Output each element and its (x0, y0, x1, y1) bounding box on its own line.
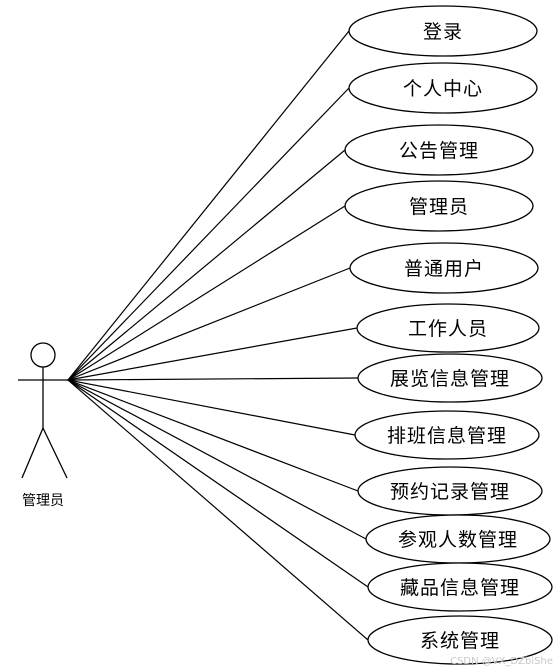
association-line (67, 149, 346, 381)
association-line (67, 379, 359, 492)
use-case-ellipse (367, 562, 553, 612)
association-line (67, 379, 369, 641)
association-line (67, 379, 356, 436)
use-case: 工作人员 (356, 303, 540, 353)
use-case: 藏品信息管理 (367, 562, 553, 612)
use-case: 展览信息管理 (357, 353, 543, 403)
use-case-ellipse (356, 303, 540, 353)
use-case: 个人中心 (348, 62, 538, 114)
association-line (67, 267, 351, 381)
use-case-ellipse (348, 5, 538, 57)
use-case-ellipse (344, 180, 534, 232)
use-case-label: 工作人员 (408, 318, 488, 340)
use-case: 普通用户 (349, 242, 539, 294)
use-case: 管理员 (344, 180, 534, 232)
use-case: 排班信息管理 (354, 410, 540, 460)
use-case-label: 展览信息管理 (390, 368, 510, 390)
association-line (67, 87, 350, 381)
use-case-label: 管理员 (409, 196, 469, 218)
use-case: 系统管理 (367, 615, 553, 665)
use-case: 公告管理 (344, 124, 534, 176)
use-case: 参观人数管理 (365, 514, 551, 564)
use-case-ellipse (367, 615, 553, 665)
use-case-ellipse (348, 62, 538, 114)
association-line (67, 30, 350, 381)
actor-label: 管理员 (22, 493, 64, 509)
use-cases: 登录个人中心公告管理管理员普通用户工作人员展览信息管理排班信息管理预约记录管理参… (344, 5, 553, 665)
association-line (67, 205, 346, 381)
use-case-label: 公告管理 (399, 140, 479, 162)
watermark: CSDN @VX_DZbiShe (450, 656, 553, 667)
use-case-ellipse (357, 353, 543, 403)
association-line (67, 379, 367, 540)
use-case-label: 预约记录管理 (390, 481, 510, 503)
use-case-label: 藏品信息管理 (400, 577, 520, 599)
use-case-label: 登录 (423, 21, 463, 43)
actor-head (30, 342, 56, 368)
use-case-label: 参观人数管理 (398, 529, 518, 551)
association-line (67, 327, 358, 381)
use-case: 登录 (348, 5, 538, 57)
use-case-label: 排班信息管理 (387, 425, 507, 447)
use-case-label: 系统管理 (420, 630, 500, 652)
use-case-ellipse (354, 410, 540, 460)
association-lines (67, 30, 369, 641)
association-line (67, 377, 359, 381)
use-case-ellipse (344, 124, 534, 176)
actor: 管理员 (18, 342, 68, 509)
actor-left-leg (21, 427, 44, 479)
actor-right-leg (42, 427, 68, 479)
use-case: 预约记录管理 (357, 466, 543, 516)
use-case-ellipse (349, 242, 539, 294)
use-case-label: 普通用户 (404, 258, 484, 280)
use-case-label: 个人中心 (403, 78, 483, 100)
association-line (67, 379, 369, 588)
